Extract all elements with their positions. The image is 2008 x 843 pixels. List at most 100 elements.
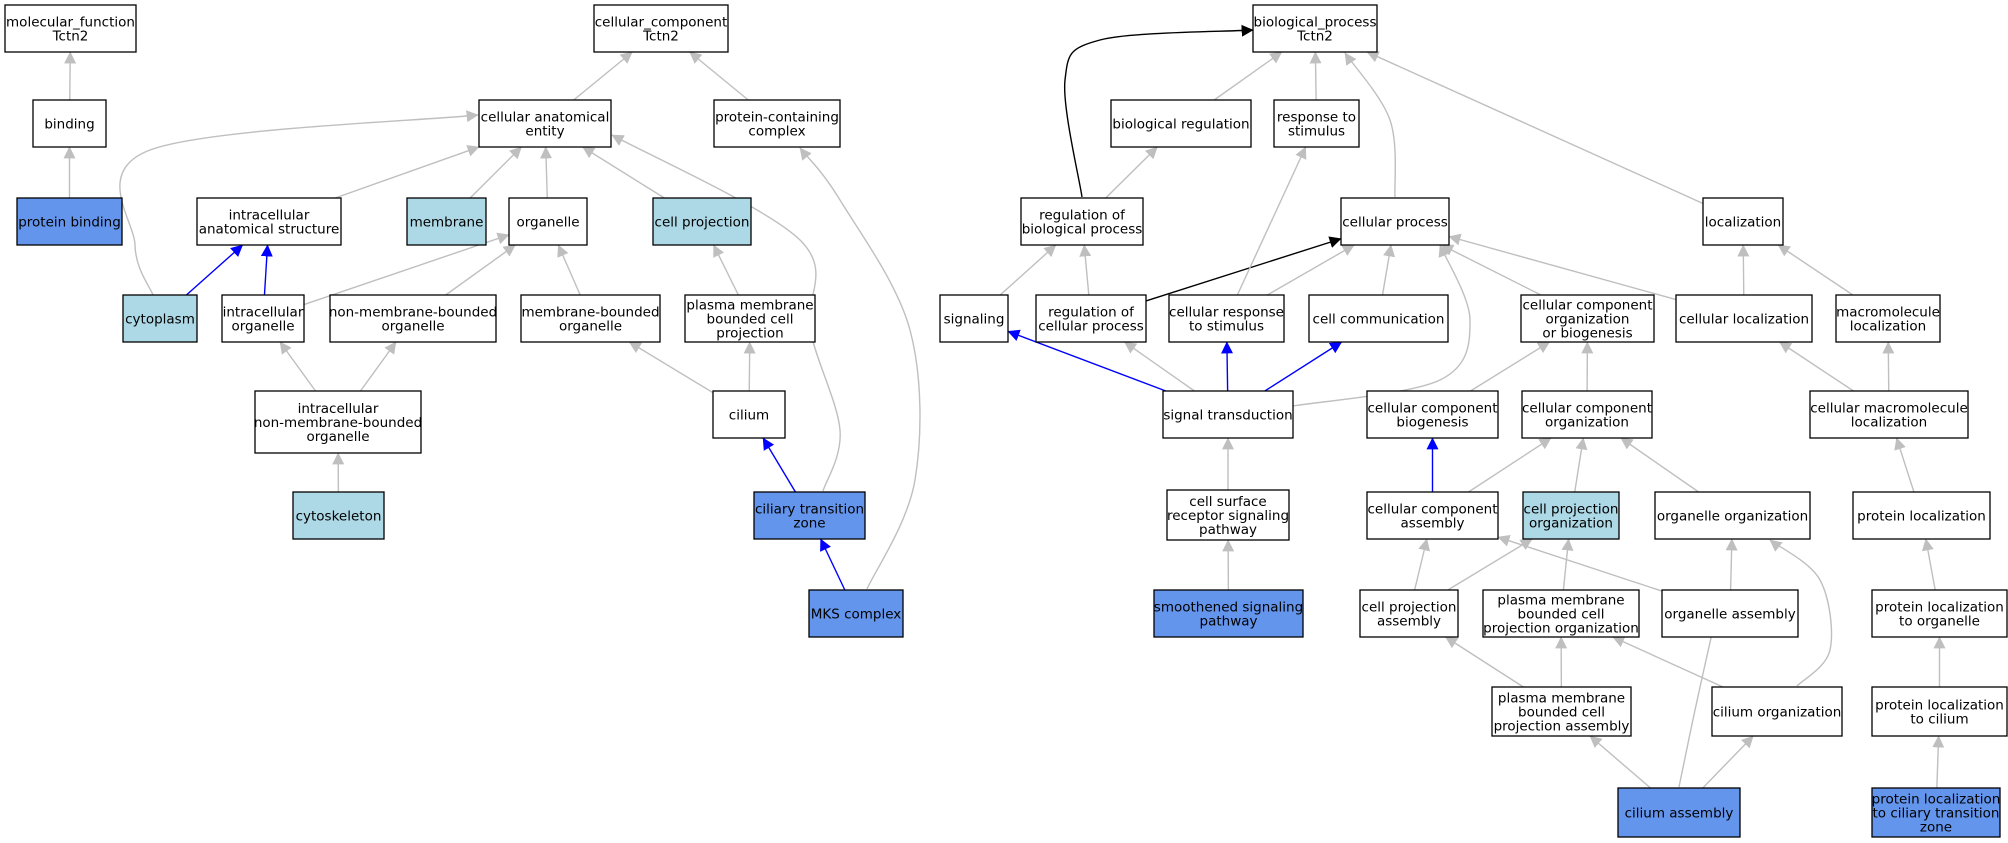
node-label-line: Tctn2 bbox=[52, 29, 89, 45]
node-box bbox=[1871, 686, 2008, 737]
node-cellcomm[interactable]: cell communication bbox=[1308, 294, 1449, 343]
node-box bbox=[652, 197, 752, 246]
node-ciliumorg[interactable]: cilium organization bbox=[1711, 686, 1843, 737]
node-signaling[interactable]: signaling bbox=[939, 294, 1009, 343]
node-label-line: complex bbox=[748, 124, 805, 140]
node-label-line: organelle organization bbox=[1657, 509, 1808, 525]
edge-macroloc-to-localization bbox=[1777, 244, 1854, 296]
node-box bbox=[1675, 294, 1813, 343]
node-binding[interactable]: binding bbox=[32, 99, 107, 148]
edge-rbp-to-bp bbox=[1063, 24, 1254, 198]
edge-line bbox=[1309, 51, 1322, 101]
node-label-line: cilium assembly bbox=[1625, 806, 1734, 822]
node-label-line: to stimulus bbox=[1189, 319, 1264, 335]
node-label-line: cell projection bbox=[655, 215, 750, 231]
node-orgasm[interactable]: organelle assembly bbox=[1661, 589, 1799, 638]
node-cilium[interactable]: cilium bbox=[712, 390, 786, 439]
node-box bbox=[196, 197, 342, 246]
node-organelle[interactable]: organelle bbox=[508, 197, 588, 246]
node-label-line: bounded cell bbox=[1518, 705, 1605, 721]
node-box bbox=[1661, 589, 1799, 638]
node-label-line: cell projection bbox=[1362, 600, 1457, 616]
node-mks[interactable]: MKS complex bbox=[808, 589, 904, 638]
node-cellloc[interactable]: cellular localization bbox=[1675, 294, 1813, 343]
node-label-line: cell projection bbox=[1524, 502, 1619, 518]
node-protein-binding[interactable]: protein binding bbox=[16, 197, 123, 246]
edge-line bbox=[1894, 437, 1915, 493]
edge-binding-to-mf bbox=[64, 51, 77, 101]
node-label-line: non-membrane-bounded bbox=[329, 305, 497, 321]
node-protloc[interactable]: protein localization bbox=[1852, 491, 1991, 540]
node-membrane[interactable]: membrane bbox=[406, 197, 487, 246]
node-bioreg[interactable]: biological regulation bbox=[1110, 99, 1252, 148]
node-box bbox=[1110, 99, 1252, 148]
edge-line bbox=[743, 341, 756, 392]
node-cellproj[interactable]: cell projection bbox=[652, 197, 752, 246]
node-label-line: biological regulation bbox=[1112, 117, 1249, 133]
node-box bbox=[292, 491, 385, 540]
edge-ccasm-to-ccorg bbox=[1468, 437, 1552, 493]
node-orgorg[interactable]: organelle organization bbox=[1654, 491, 1811, 540]
node-localization[interactable]: localization bbox=[1702, 197, 1784, 246]
edge-cellloc-to-cp bbox=[1448, 233, 1677, 301]
edge-line bbox=[1725, 538, 1738, 591]
edge-ciliumorg-to-orgorg bbox=[1769, 539, 1833, 687]
node-label-line: cellular_component bbox=[595, 15, 727, 31]
node-sigtrans[interactable]: signal transduction bbox=[1162, 390, 1294, 439]
node-label-line: cytoskeleton bbox=[296, 509, 382, 525]
node-label-line: to organelle bbox=[1899, 614, 1980, 630]
edge-line bbox=[1574, 437, 1588, 493]
node-cp[interactable]: cellular process bbox=[1340, 197, 1450, 246]
node-label-line: molecular_function bbox=[6, 15, 135, 31]
edge-line bbox=[1441, 244, 1542, 296]
node-ciliumasm[interactable]: cilium assembly bbox=[1617, 787, 1741, 838]
node-label-line: cilium bbox=[729, 408, 769, 424]
edge-line bbox=[1737, 244, 1750, 296]
node-label-line: macromolecule bbox=[1836, 305, 1940, 321]
edge-line bbox=[334, 145, 480, 199]
node-box bbox=[508, 197, 588, 246]
node-box bbox=[1366, 491, 1499, 540]
node-label-line: organelle bbox=[231, 319, 294, 335]
edge-line bbox=[1264, 341, 1343, 392]
node-label-line: cilium organization bbox=[1713, 705, 1842, 721]
edge-sigtrans-to-cellcomm bbox=[1264, 341, 1343, 392]
edge-sigtrans-to-signaling bbox=[1007, 329, 1167, 392]
node-inmbo[interactable]: intracellularnon-membrane-boundedorganel… bbox=[254, 390, 422, 454]
edge-cpasm-to-cporg bbox=[1447, 538, 1533, 591]
edge-line bbox=[1470, 341, 1551, 392]
node-cytoplasm[interactable]: cytoplasm bbox=[122, 294, 198, 343]
node-label-line: cellular response bbox=[1169, 305, 1284, 321]
node-cytoskeleton[interactable]: cytoskeleton bbox=[292, 491, 385, 540]
